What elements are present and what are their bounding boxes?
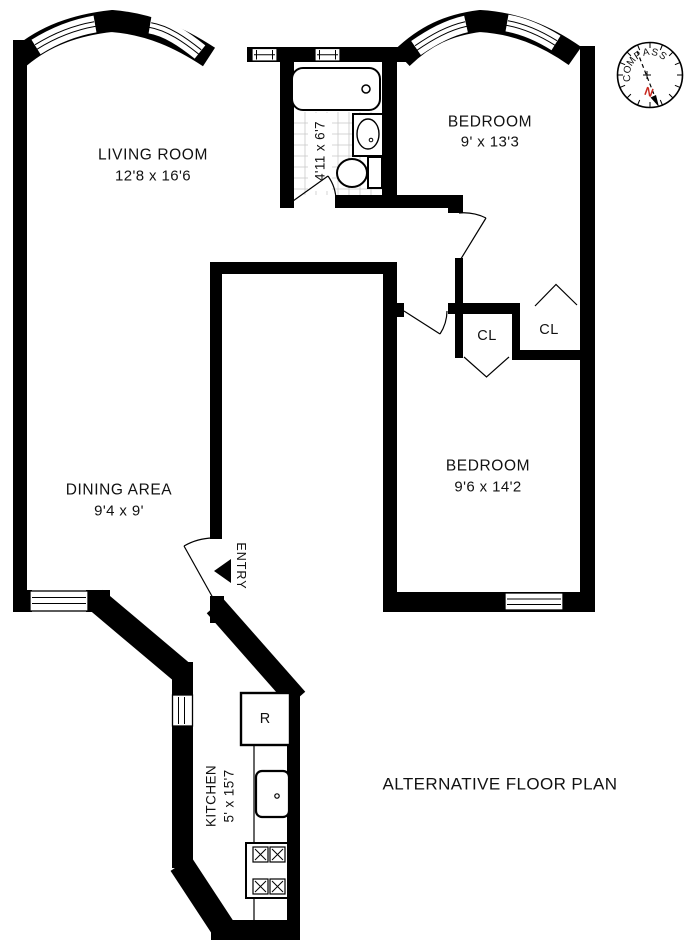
kitchen-label: KITCHEN <box>204 765 219 827</box>
wall-diagonal-dining-kitchen <box>87 589 192 684</box>
entry-arrow-icon <box>214 559 231 583</box>
bathroom-sink-icon <box>352 113 384 157</box>
compass-letter: S <box>650 47 659 59</box>
entry-door <box>183 537 214 599</box>
window-dining <box>29 590 89 612</box>
bedroom2-label: BEDROOM <box>446 458 530 475</box>
wall-right <box>580 46 595 612</box>
closet-right-label: CL <box>539 322 559 338</box>
wall-diagonal-foyer-kitchen <box>206 598 306 707</box>
wall-bedroom2-left <box>383 262 397 612</box>
compass-letter: O <box>622 64 635 74</box>
wall-bedroom1-bottom <box>335 195 463 208</box>
wall-dining-bottom-left <box>13 590 32 612</box>
wall-bathroom-left <box>280 58 294 208</box>
refrigerator <box>239 691 292 747</box>
wall-entry-stub <box>210 596 224 623</box>
wall-closet-bottom <box>512 350 595 360</box>
bathroom-dims-backdrop <box>308 113 332 191</box>
wall-bathroom-right <box>382 58 397 208</box>
window-top-2 <box>314 47 341 62</box>
window-bedroom2 <box>504 592 564 611</box>
bathroom-door <box>292 175 337 202</box>
kitchen-dims: 5' x 15'7 <box>222 769 237 822</box>
closet-right-bifold-door <box>534 283 578 307</box>
compass-letter: A <box>642 47 651 59</box>
wall-bathroom-bottom-corner <box>280 195 293 208</box>
bathroom-dims: 4'11 x 6'7 <box>313 121 328 181</box>
kitchen-sink-icon <box>254 769 291 819</box>
north-arrow-icon <box>650 95 659 107</box>
bedroom1-dims: 9' x 13'3 <box>461 134 520 151</box>
toilet-icon <box>336 156 383 189</box>
window-kitchen <box>171 694 194 727</box>
closet-left-label: CL <box>477 328 497 344</box>
wall-diagonal-kitchen-bottom <box>170 857 236 938</box>
compass-needle <box>636 50 656 98</box>
bay-window-living <box>12 9 216 67</box>
bedroom2-dims: 9'6 x 14'2 <box>454 479 521 496</box>
closet-left-bifold-door <box>463 356 510 378</box>
wall-left <box>13 40 27 612</box>
wall-hall-bottom <box>210 262 397 274</box>
wall-bedroom1-door-cap <box>448 195 463 213</box>
bedroom1-door <box>458 212 487 263</box>
bedroom1-label: BEDROOM <box>448 114 532 131</box>
stove-icon <box>245 842 289 899</box>
room-labels: LIVING ROOM 12'8 x 16'6 BEDROOM 9' x 13'… <box>66 114 618 828</box>
compass-letter: S <box>657 50 669 63</box>
living-room-label: LIVING ROOM <box>98 147 208 164</box>
bay-window-bedroom <box>394 9 582 67</box>
wall-closet-divider <box>512 303 520 358</box>
compass-letter: C <box>622 74 634 83</box>
walls <box>13 40 595 940</box>
wall-foyer-left <box>210 262 222 539</box>
compass-letter: P <box>632 49 644 62</box>
dining-area-label: DINING AREA <box>66 482 173 499</box>
wall-bedroom2-door-stub <box>383 303 404 317</box>
plan-title: ALTERNATIVE FLOOR PLAN <box>383 775 618 794</box>
compass-rose-icon: C O M P A S S N <box>616 41 684 109</box>
entry-label: ENTRY <box>234 542 248 589</box>
wall-kitchen-bottom <box>211 920 300 940</box>
bedroom2-door <box>403 310 448 335</box>
dining-area-dims: 9'4 x 9' <box>94 503 144 520</box>
refrigerator-label: R <box>260 711 270 727</box>
wall-closet-top <box>448 303 520 314</box>
wall-kitchen-left <box>172 662 193 868</box>
living-room-dims: 12'8 x 16'6 <box>115 168 191 185</box>
bathtub-icon <box>291 67 381 111</box>
window-top-1 <box>251 47 278 62</box>
compass-center-cross <box>643 71 651 79</box>
wall-kitchen-right <box>287 687 300 940</box>
